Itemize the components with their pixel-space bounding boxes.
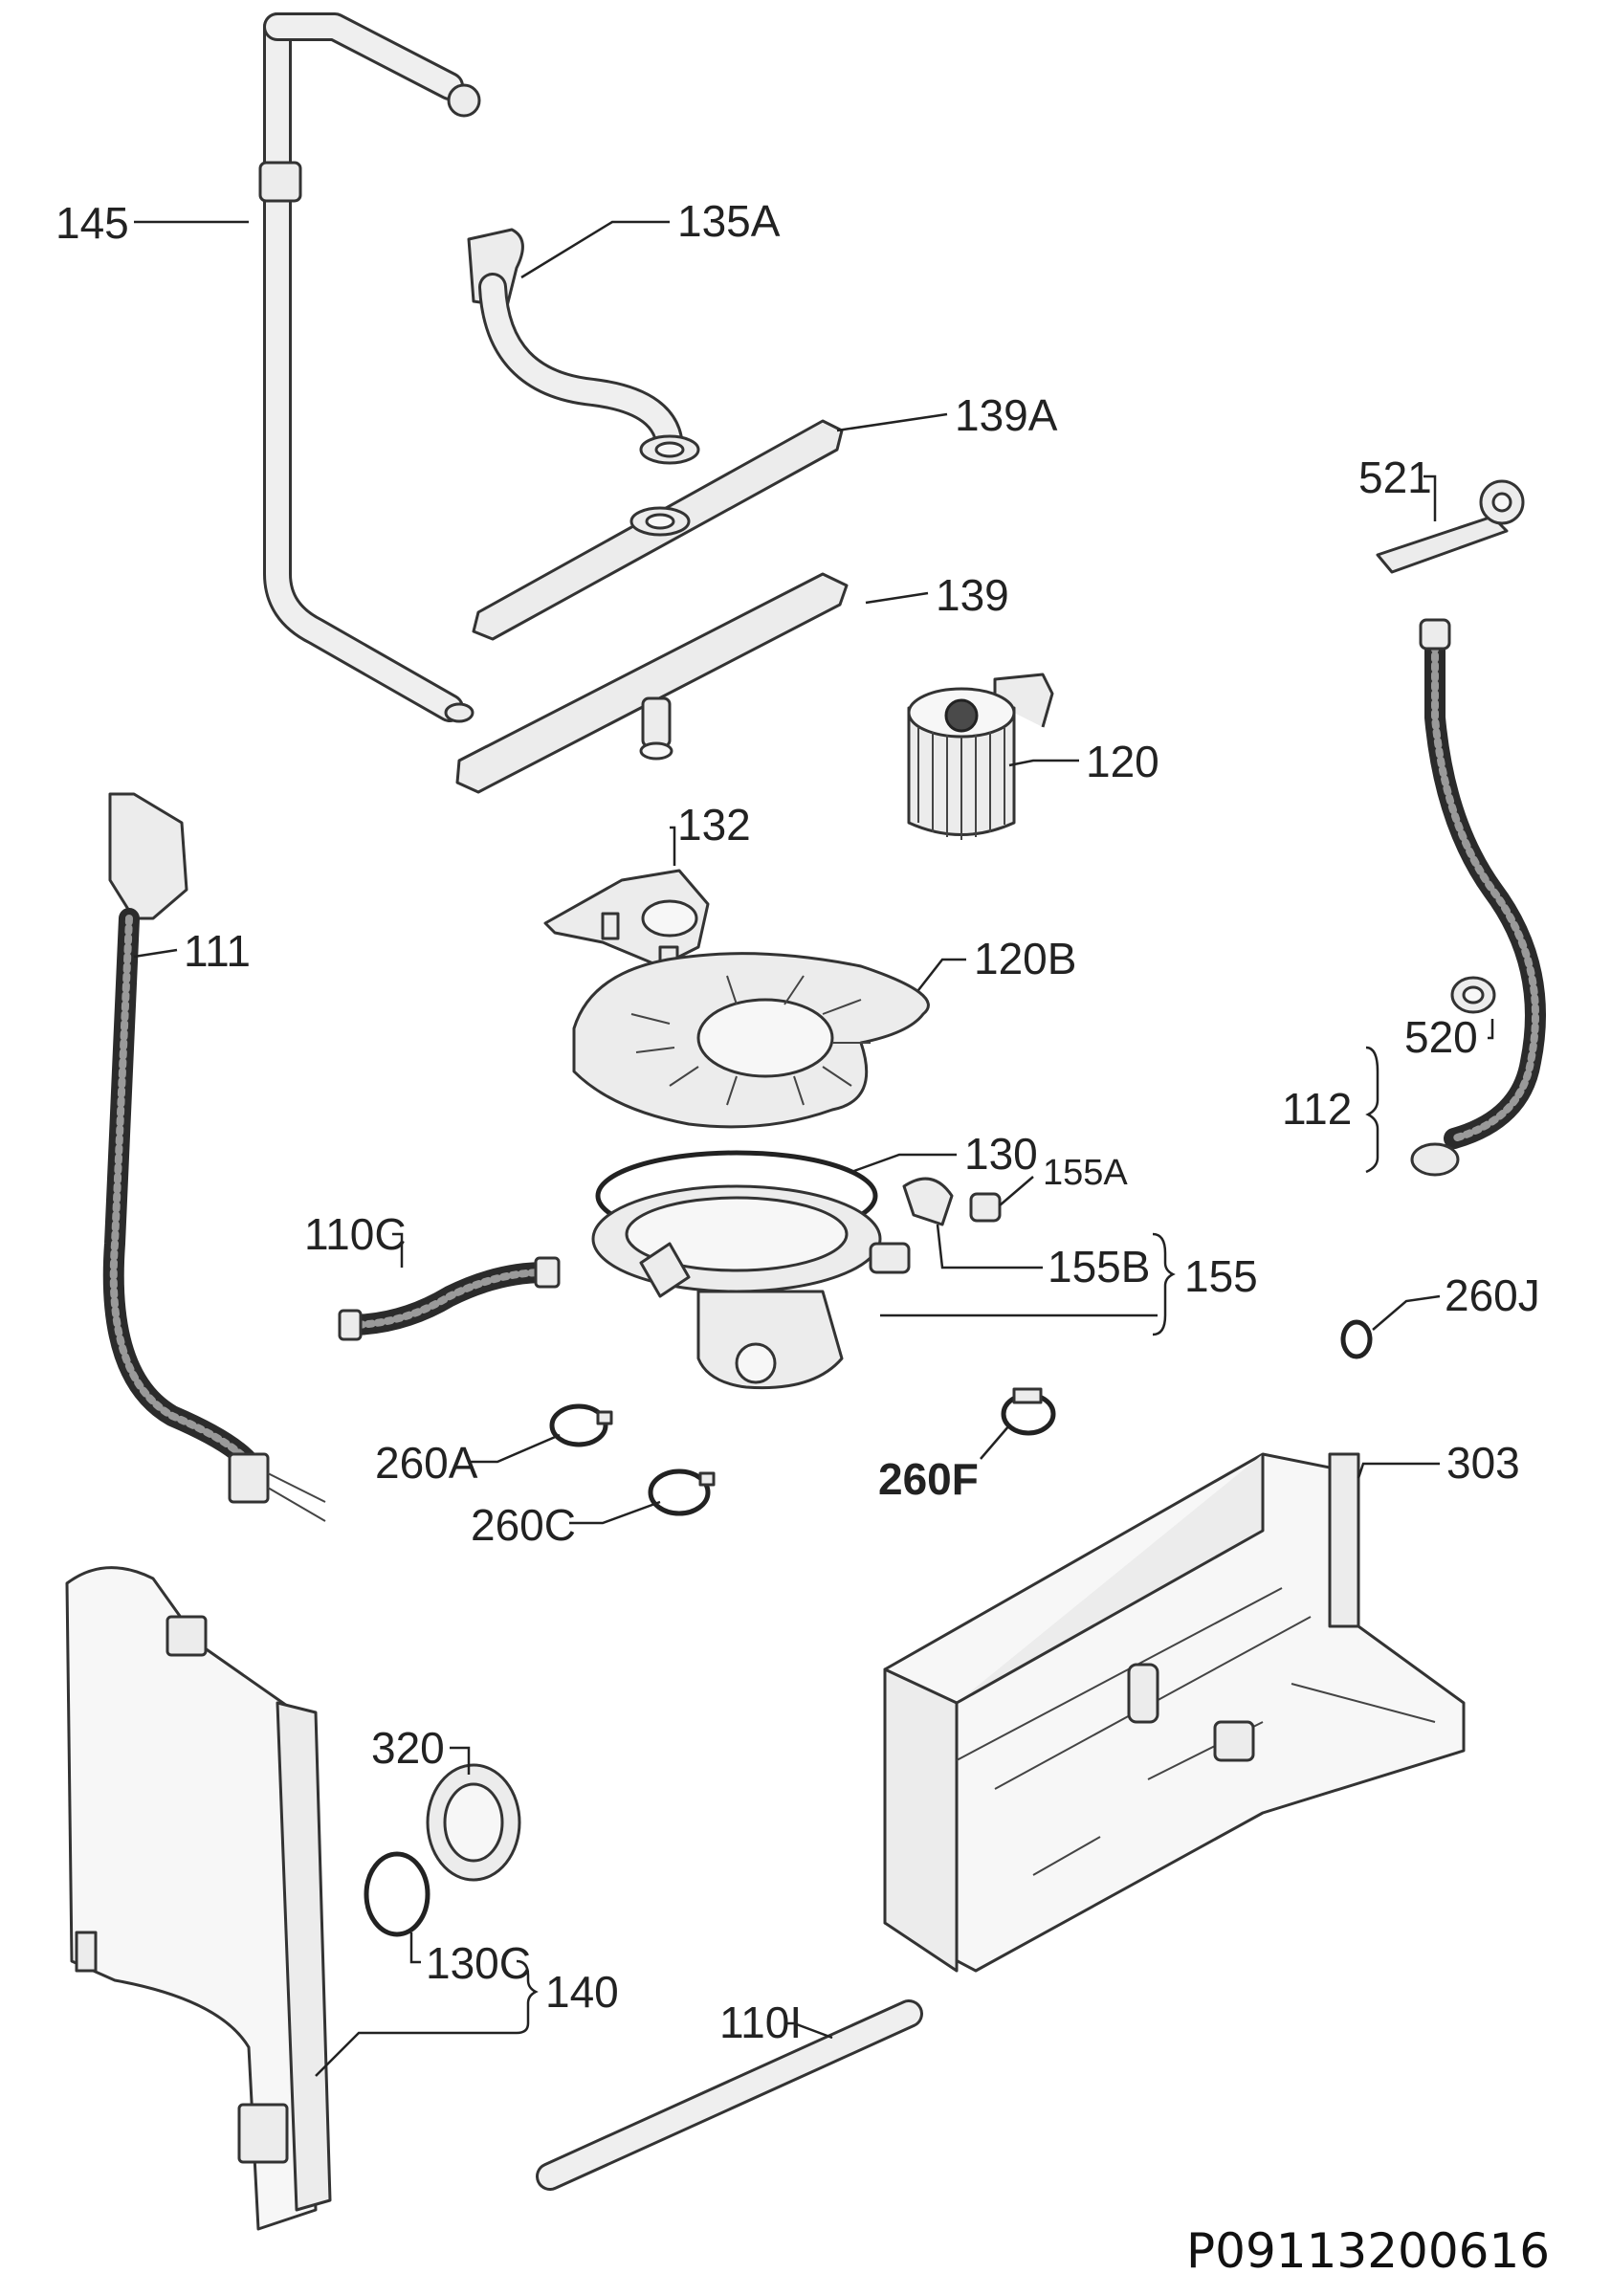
label-155: 155 <box>1184 1251 1258 1301</box>
part-110c-hose <box>338 1256 561 1341</box>
part-145-supply-pipe <box>258 12 481 723</box>
label-260c: 260C <box>471 1500 576 1550</box>
label-130: 130 <box>964 1129 1038 1179</box>
part-260a-clamp <box>549 1403 613 1447</box>
label-132: 132 <box>677 800 751 850</box>
part-120b-filter-plate <box>572 952 930 1129</box>
figure-code: P09113200616 <box>1186 2223 1550 2279</box>
label-130c: 130C <box>426 1938 531 1988</box>
part-132-bracket <box>543 869 710 972</box>
label-120: 120 <box>1086 737 1159 786</box>
label-521: 521 <box>1358 453 1432 502</box>
label-112: 112 <box>1282 1084 1352 1134</box>
label-260a: 260A <box>375 1438 478 1488</box>
label-111: 111 <box>184 926 251 976</box>
part-135a-feed-pipe <box>467 228 700 465</box>
label-303: 303 <box>1446 1438 1520 1488</box>
part-520-connector <box>1450 976 1496 1014</box>
part-112-drain-hose <box>1410 618 1546 1177</box>
leader-lines <box>133 220 1494 2077</box>
part-260c-clamp <box>648 1468 716 1516</box>
label-260j: 260J <box>1445 1270 1540 1320</box>
part-155-sump <box>591 1184 911 1390</box>
label-139: 139 <box>936 570 1009 620</box>
label-110i: 110I <box>719 1998 802 2047</box>
label-260f: 260F <box>878 1454 979 1504</box>
part-320-seal <box>426 1763 521 1882</box>
label-110c: 110C <box>304 1209 407 1259</box>
label-145: 145 <box>55 198 129 248</box>
part-155b-cover <box>902 1177 954 1226</box>
part-140-side-panel <box>65 1566 332 2231</box>
label-120b: 120B <box>974 934 1076 983</box>
part-111-inlet-hose <box>102 792 326 1522</box>
label-155a: 155A <box>1043 1153 1128 1193</box>
label-135a: 135A <box>677 196 781 246</box>
label-520: 520 <box>1404 1012 1478 1062</box>
label-140: 140 <box>545 1967 619 2017</box>
part-260j-clamp <box>1340 1319 1373 1359</box>
callout-labels: 145 135A 139A 139 521 120 111 132 120B 5… <box>55 196 1540 2047</box>
part-521-clip <box>1376 479 1525 574</box>
part-139a-upper-spray-arm <box>472 419 844 641</box>
part-155a-nozzle <box>969 1192 1002 1223</box>
label-139a: 139A <box>955 390 1058 440</box>
part-139-lower-spray-arm <box>455 572 849 794</box>
part-130c-ring <box>364 1851 430 1937</box>
label-320: 320 <box>371 1723 445 1773</box>
part-303-base-frame <box>883 1452 1466 1973</box>
label-155b: 155B <box>1048 1242 1150 1292</box>
part-120-filter <box>907 673 1054 840</box>
part-110i-tube <box>536 1999 923 2191</box>
part-260f-clamp <box>1001 1387 1056 1436</box>
